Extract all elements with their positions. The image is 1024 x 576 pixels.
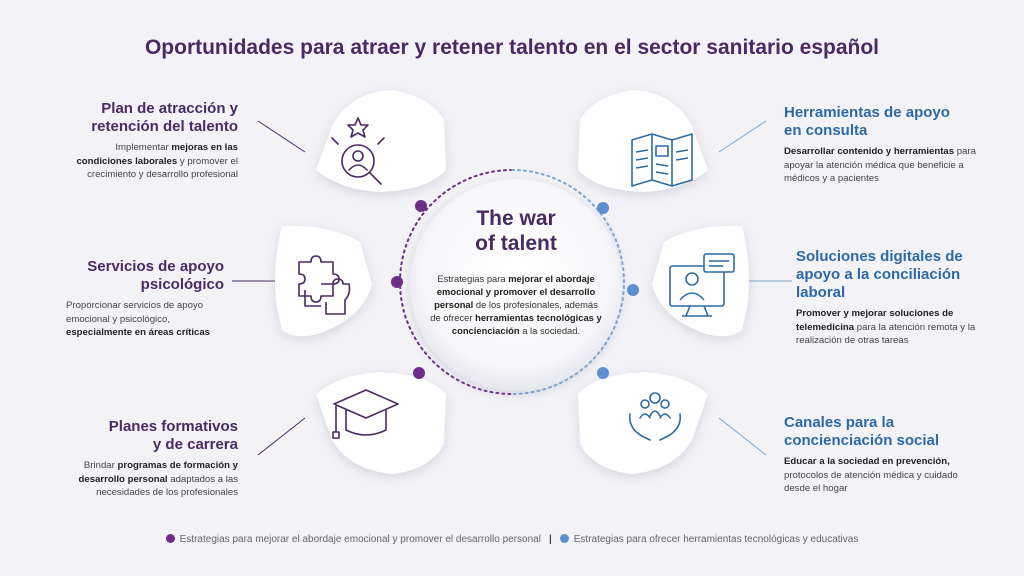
page-title: Oportunidades para atraer y retener tale… <box>144 36 880 59</box>
petal-card-5 <box>652 225 749 337</box>
item-title-line: retención del talento <box>91 118 238 135</box>
item-title: Plan de atracción y retención del talent… <box>20 100 238 136</box>
item-title: Servicios de apoyo psicológico <box>20 258 224 294</box>
telemedicine-icon <box>669 253 735 317</box>
item-desc-text: adaptados a las necesidades de los profe… <box>96 473 238 499</box>
item-title-line: en consulta <box>784 122 868 139</box>
legend-purple-label: Estrategias para mejorar el abordaje emo… <box>179 534 541 545</box>
brochure-icon <box>631 133 693 187</box>
petal-card-6 <box>578 372 708 474</box>
center-description-bold: mejorar el abordaje emocional y promover… <box>434 273 596 310</box>
center-description-text: Estrategias para <box>437 273 509 284</box>
strategy-item-training: Planes formativos y de carrera Brindar p… <box>20 418 238 500</box>
item-title-line: y de carrera <box>152 436 238 453</box>
strategy-item-social-awareness: Canales para la concienciación social Ed… <box>784 414 974 496</box>
strategy-item-psychological: Servicios de apoyo psicológico Proporcio… <box>20 258 224 340</box>
blue-ring-dot <box>627 284 639 296</box>
item-desc-text: Implementar <box>115 142 172 153</box>
item-description: Implementar mejoras en las condiciones l… <box>66 141 238 182</box>
center-description-text: de los profesionales, además de ofrecer <box>430 299 598 323</box>
center-title: The war of talent <box>430 206 602 256</box>
item-description: Desarrollar contenido y herramientas par… <box>784 145 980 186</box>
strategy-item-consultation-tools: Herramientas de apoyo en consulta Desarr… <box>784 104 980 186</box>
item-title-line: concienciación social <box>784 432 940 449</box>
item-title-line: apoyo a la conciliación <box>796 266 961 283</box>
item-desc-text: protocolos de atención médica y cuidado … <box>784 469 958 495</box>
item-title-line: psicológico <box>140 276 224 293</box>
purple-ring-dot <box>415 200 427 212</box>
item-title-line: Plan de atracción y <box>101 100 238 117</box>
connector-line-3 <box>257 417 306 456</box>
item-desc-bold: especialmente en áreas críticas <box>66 327 210 338</box>
item-title-line: Herramientas de apoyo <box>784 104 950 121</box>
puzzle-head-icon <box>298 255 351 315</box>
purple-ring-dot <box>413 367 425 379</box>
purple-ring-dot <box>391 276 403 288</box>
center-circle <box>410 179 622 391</box>
legend: Estrategias para mejorar el abordaje emo… <box>0 534 1024 545</box>
strategy-item-attraction: Plan de atracción y retención del talent… <box>20 100 238 182</box>
blue-ring-dot <box>597 202 609 214</box>
item-description: Proporcionar servicios de apoyo emociona… <box>66 299 224 340</box>
petal-card-4 <box>578 90 708 192</box>
item-title-line: laboral <box>796 284 846 301</box>
center-description-bold: herramientas tecnológicas y concienciaci… <box>451 312 602 336</box>
strategy-item-digital-solutions: Soluciones digitales de apoyo a la conci… <box>796 248 994 348</box>
legend-blue-dot <box>559 534 569 543</box>
center-title-line: of talent <box>475 232 557 255</box>
hands-community-icon <box>628 392 682 441</box>
graduation-cap-icon <box>332 389 399 439</box>
connector-line-6 <box>718 417 767 456</box>
blue-ring-dot <box>597 367 609 379</box>
center-description-text: a la sociedad. <box>519 325 581 336</box>
award-person-search-icon <box>331 117 385 185</box>
item-title-line: Canales para la <box>784 414 895 431</box>
item-desc-text: Proporcionar servicios de apoyo emociona… <box>66 300 204 325</box>
item-description: Promover y mejorar soluciones de telemed… <box>796 307 994 348</box>
item-desc-bold: mejoras en las condiciones laborales <box>76 142 238 167</box>
item-title-line: Servicios de apoyo <box>87 258 224 275</box>
item-title-line: Planes formativos <box>108 418 238 435</box>
item-title-line: Soluciones digitales de <box>796 248 963 265</box>
item-desc-text: para apoyar la atención médica que benef… <box>784 146 976 184</box>
item-desc-text: Brindar <box>83 460 118 471</box>
item-title: Canales para la concienciación social <box>784 414 974 450</box>
legend-blue-label: Estrategias para ofrecer herramientas te… <box>573 534 859 545</box>
center-title-line: The war <box>476 207 556 230</box>
item-description: Educar a la sociedad en prevención, prot… <box>784 455 974 496</box>
item-title: Planes formativos y de carrera <box>20 418 238 454</box>
item-description: Brindar programas de formación y desarro… <box>66 459 238 500</box>
connector-line-4 <box>718 120 767 153</box>
petal-card-2 <box>275 225 372 337</box>
center-description: Estrategias para mejorar el abordaje emo… <box>428 272 604 337</box>
item-desc-text: para la atención remota y la realización… <box>796 321 976 347</box>
item-title: Soluciones digitales de apoyo a la conci… <box>796 248 994 302</box>
item-desc-bold: Promover y mejorar soluciones de telemed… <box>796 308 954 333</box>
item-title: Herramientas de apoyo en consulta <box>784 104 980 140</box>
blue-dotted-arc <box>511 169 625 395</box>
item-desc-text: y promover el crecimiento y desarrollo p… <box>87 155 238 181</box>
item-desc-bold: Desarrollar contenido y herramientas <box>784 146 955 157</box>
legend-separator: | <box>548 534 552 545</box>
connector-line-1 <box>257 120 306 153</box>
item-desc-bold: Educar a la sociedad en prevención, <box>784 456 950 467</box>
legend-purple-dot <box>165 534 175 543</box>
item-desc-bold: programas de formación y desarrollo pers… <box>78 460 238 485</box>
